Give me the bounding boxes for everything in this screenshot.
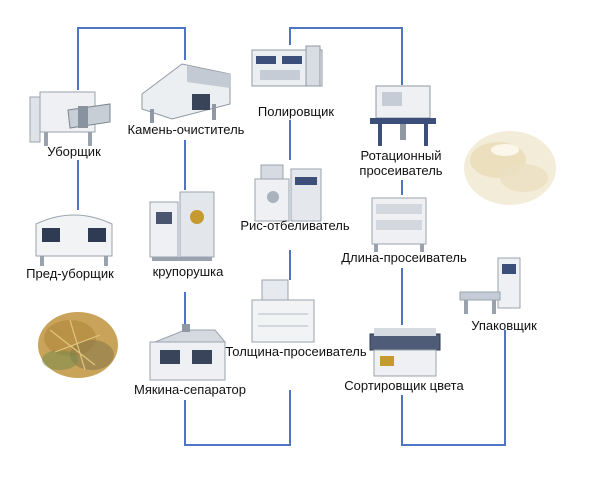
husk-separator-machine-icon xyxy=(149,324,227,381)
rotary-sifter-label: Ротационный просеиватель xyxy=(359,148,443,178)
destoner-label: Камень-очиститель xyxy=(127,122,245,137)
flow-line-polisher-rotary xyxy=(289,27,403,85)
husker-label: крупорушка xyxy=(152,264,224,279)
thickness-grader-label: Толщина-просеиватель xyxy=(225,344,367,359)
precleaner-label: Пред-уборщик xyxy=(26,266,114,281)
packer-machine-icon xyxy=(459,257,521,314)
flow-line-separator-thickness xyxy=(184,390,291,446)
rotary-sifter-machine-icon xyxy=(370,85,436,146)
polisher-machine-icon xyxy=(251,45,323,87)
length-grader-machine-icon xyxy=(371,197,427,252)
flow-line-cleaner-destoner xyxy=(77,27,186,90)
paddy-photo xyxy=(38,312,118,378)
husker-machine-icon xyxy=(149,191,215,261)
color-sorter-label: Сортировщик цвета xyxy=(344,378,464,393)
rice-photo xyxy=(464,131,556,205)
polisher-label: Полировщик xyxy=(257,104,335,119)
husk-separator-label: Мякина-сепаратор xyxy=(134,382,246,397)
precleaner-machine-icon xyxy=(35,214,113,266)
length-grader-label: Длина-просеиватель xyxy=(341,250,467,265)
cleaner-machine-icon xyxy=(29,91,111,146)
whitener-label: Рис-отбеливатель xyxy=(240,218,350,233)
flow-lines xyxy=(77,27,506,446)
whitener-machine-icon xyxy=(254,164,322,222)
packer-label: Упаковщик xyxy=(471,318,537,333)
destoner-machine-icon xyxy=(141,63,231,123)
color-sorter-machine-icon xyxy=(369,328,441,377)
cleaner-label: Уборщик xyxy=(47,144,101,159)
flow-line-color-packer xyxy=(401,330,506,446)
thickness-grader-machine-icon xyxy=(251,279,315,343)
